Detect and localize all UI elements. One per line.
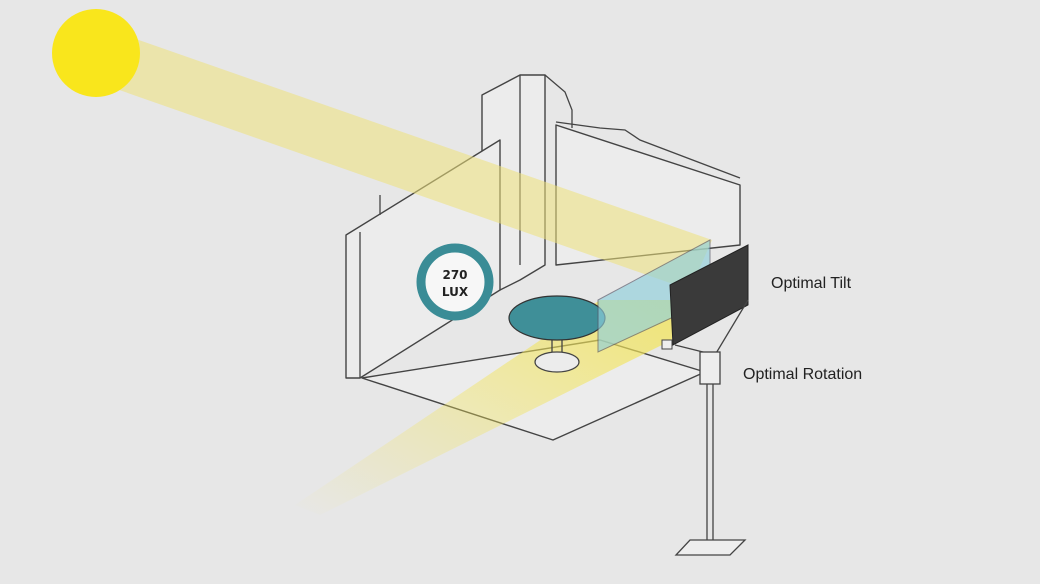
- reflector-panel[interactable]: [669, 244, 749, 346]
- pole-base: [674, 539, 747, 556]
- optimal-rotation-label: Optimal Rotation: [743, 366, 863, 383]
- sun-beam: [105, 30, 712, 290]
- lux-indicator: 270 LUX: [416, 243, 494, 321]
- reflected-beam: [295, 300, 672, 515]
- sun-icon: [52, 9, 140, 97]
- optimal-tilt-label: Optimal Tilt: [771, 275, 852, 292]
- lux-unit: LUX: [442, 285, 469, 299]
- table-top: [508, 295, 606, 341]
- lux-value: 270: [442, 268, 467, 282]
- table-base: [534, 351, 580, 373]
- rotation-joint[interactable]: [699, 351, 721, 385]
